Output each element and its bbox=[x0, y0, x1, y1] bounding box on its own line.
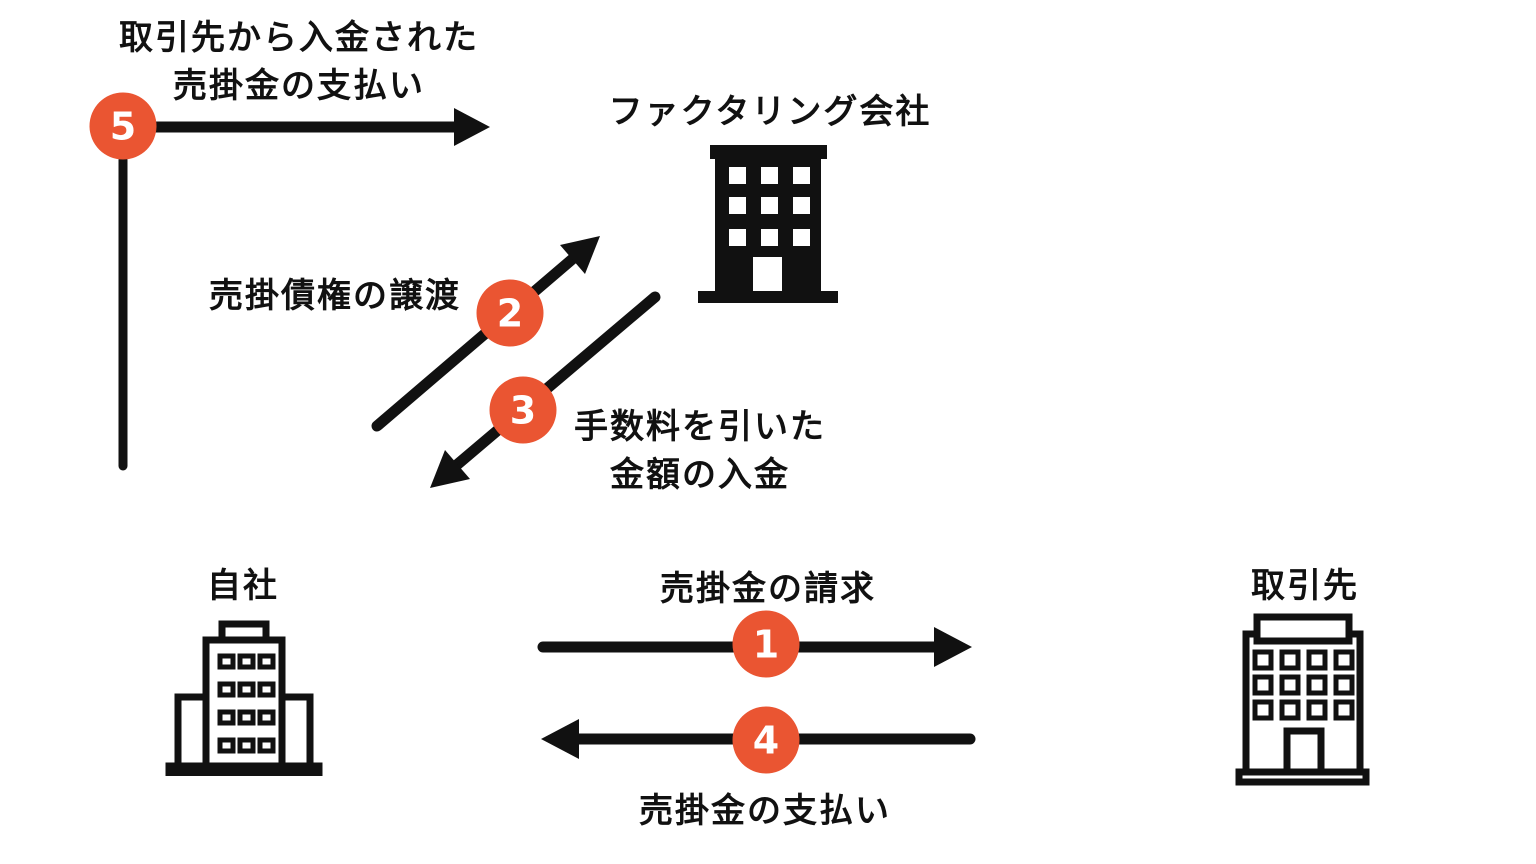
client-label: 取引先 bbox=[1251, 566, 1359, 606]
step2-number: 2 bbox=[496, 291, 524, 335]
step4-badge: 4 bbox=[732, 706, 800, 774]
step5-label-line1: 取引先から入金された bbox=[119, 18, 479, 58]
step3-badge: 3 bbox=[489, 376, 557, 444]
arrow-step3 bbox=[430, 291, 661, 488]
step5-badge: 5 bbox=[89, 92, 157, 160]
step5-label-line2: 売掛金の支払い bbox=[173, 66, 425, 106]
step3-label-line1: 手数料を引いた bbox=[574, 407, 826, 447]
step5-number: 5 bbox=[109, 104, 137, 148]
own-company-label: 自社 bbox=[207, 566, 279, 606]
step1-badge: 1 bbox=[732, 610, 800, 678]
client-building-icon bbox=[1235, 613, 1370, 786]
step2-badge: 2 bbox=[476, 279, 544, 347]
factoring-company-building-icon bbox=[698, 145, 838, 303]
step3-number: 3 bbox=[509, 388, 537, 432]
step3-label: 手数料を引いた 金額の入金 bbox=[574, 403, 826, 499]
step1-label: 売掛金の請求 bbox=[660, 569, 876, 609]
arrow-step5 bbox=[149, 108, 490, 146]
own-company-building-icon bbox=[165, 620, 323, 776]
step3-label-line2: 金額の入金 bbox=[610, 455, 790, 495]
step4-label: 売掛金の支払い bbox=[639, 791, 891, 831]
step1-number: 1 bbox=[752, 622, 780, 666]
factoring-company-label: ファクタリング会社 bbox=[608, 92, 932, 132]
step5-label: 取引先から入金された 売掛金の支払い bbox=[119, 14, 479, 110]
arrow-step2 bbox=[371, 236, 600, 432]
step4-number: 4 bbox=[752, 718, 780, 762]
step2-label: 売掛債権の譲渡 bbox=[209, 276, 461, 316]
